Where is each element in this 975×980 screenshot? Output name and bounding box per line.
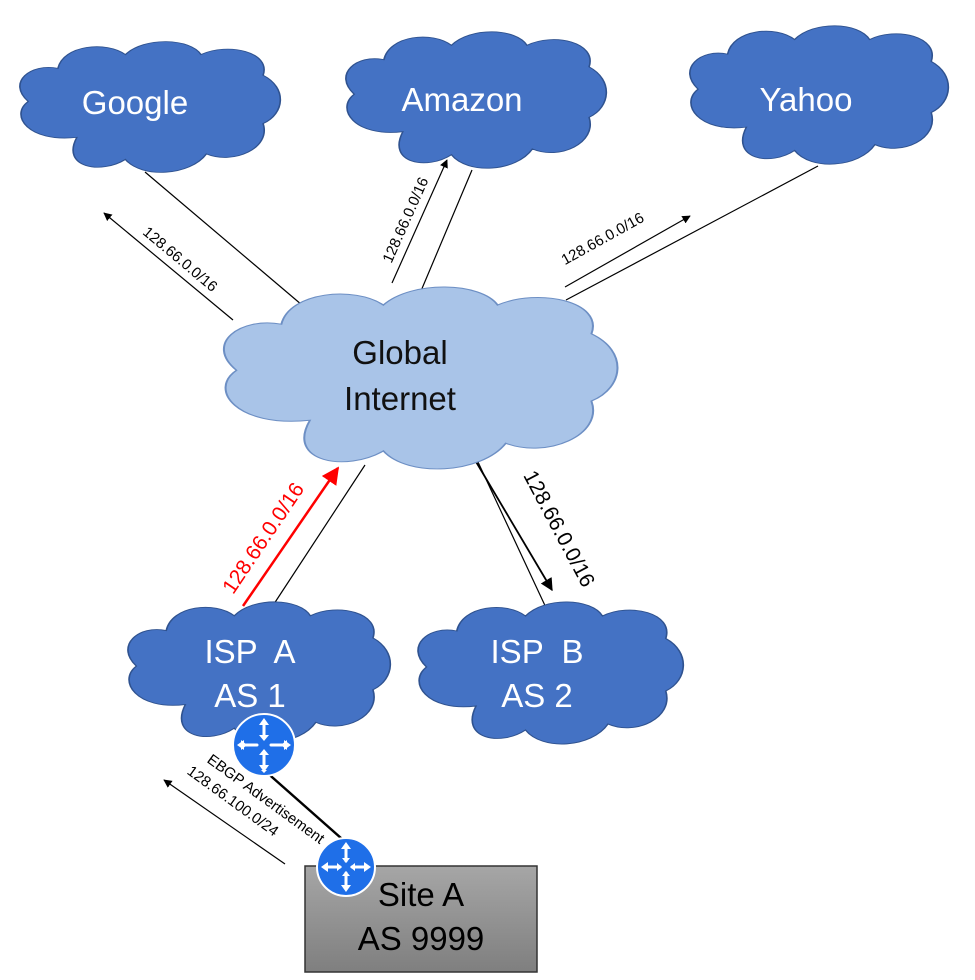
route-arrows bbox=[103, 159, 691, 865]
site-a-label-line1: Site A bbox=[378, 876, 464, 913]
arrow-global-to-isp-b bbox=[474, 459, 553, 592]
cloud-yahoo-label: Yahoo bbox=[760, 81, 853, 118]
link-google-global bbox=[144, 171, 303, 306]
site-a-label-line2: AS 9999 bbox=[358, 920, 485, 957]
arrow-to-amazon bbox=[391, 159, 448, 284]
arrow-isp-a-to-global bbox=[241, 466, 340, 607]
cloud-isp-b-label-line2: AS 2 bbox=[501, 677, 573, 714]
cloud-google: Google bbox=[20, 42, 280, 173]
cloud-google-label: Google bbox=[82, 84, 188, 121]
route-label-google: 128.66.0.0/16 bbox=[139, 224, 220, 296]
cloud-global-internet: Global Internet bbox=[224, 287, 618, 469]
route-labels: 128.66.0.0/16 128.66.0.0/16 128.66.0.0/1… bbox=[139, 175, 647, 848]
link-site-isp-a-router bbox=[263, 769, 351, 847]
arrow-ebgp-advertisement bbox=[163, 779, 286, 865]
arrow-to-google bbox=[103, 212, 234, 321]
cloud-global-label-line2: Internet bbox=[344, 380, 456, 417]
route-label-global-to-isp-b: 128.66.0.0/16 bbox=[518, 467, 599, 591]
cloud-isp-b: ISP B AS 2 bbox=[418, 602, 683, 744]
route-label-yahoo: 128.66.0.0/16 bbox=[559, 209, 648, 268]
router-icon bbox=[316, 837, 376, 897]
cloud-amazon: Amazon bbox=[346, 32, 606, 168]
cloud-amazon-label: Amazon bbox=[401, 81, 522, 118]
connection-lines bbox=[144, 165, 819, 847]
link-global-isp-a bbox=[269, 464, 366, 611]
cloud-global-label-line1: Global bbox=[352, 334, 447, 371]
cloud-isp-a-label-line1: ISP A bbox=[204, 633, 295, 670]
link-amazon-global bbox=[417, 169, 473, 299]
link-yahoo-global bbox=[565, 165, 819, 301]
link-global-isp-b bbox=[477, 461, 549, 613]
route-label-isp-a-to-global: 128.66.0.0/16 bbox=[218, 479, 309, 598]
cloud-isp-b-label-line1: ISP B bbox=[491, 633, 584, 670]
router-icon bbox=[232, 713, 296, 777]
cloud-isp-a-label-line2: AS 1 bbox=[214, 677, 286, 714]
cloud-isp-a: ISP A AS 1 bbox=[128, 602, 390, 742]
arrow-to-yahoo bbox=[564, 215, 691, 288]
cloud-yahoo: Yahoo bbox=[690, 26, 949, 164]
